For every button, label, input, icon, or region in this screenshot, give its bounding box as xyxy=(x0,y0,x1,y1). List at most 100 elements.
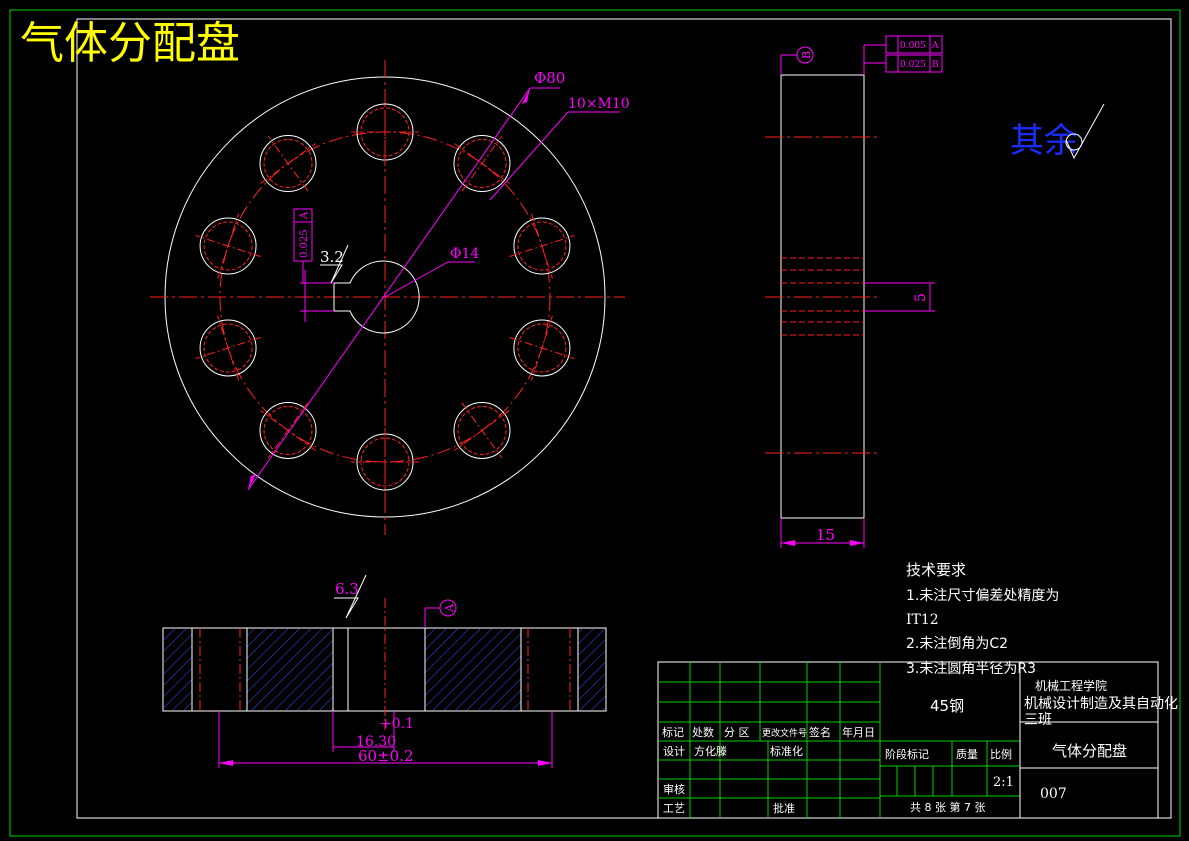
bolt-hole xyxy=(199,217,257,275)
dim-arrow xyxy=(248,474,256,490)
section-upper-tolerance: +0.1 xyxy=(380,716,414,732)
bolt-hole-thread xyxy=(203,323,253,373)
section-roughness-label: 6.3 xyxy=(335,580,359,598)
bolt-hole-centerline xyxy=(217,213,240,279)
front-tolerance-value: 0.025 xyxy=(299,229,310,258)
bolt-hole-thread xyxy=(457,139,507,189)
title-block: 标记 处数 分 区 更改文件号 签名 年月日 设计 方化滕 标准化 审核 工艺 … xyxy=(657,661,1178,819)
front-view: Φ80 10×M10 Φ14 0.025 A 3.2 xyxy=(150,60,630,535)
title-block-frame xyxy=(657,661,1159,819)
side-tolerance-1-value: 0.005 xyxy=(900,41,926,51)
bolt-hole xyxy=(453,401,511,459)
bolt-hole-centerline xyxy=(260,410,316,451)
drawing-title: 气体分配盘 xyxy=(20,18,240,69)
dim-bore-label: Φ14 xyxy=(450,246,479,262)
part-name: 气体分配盘 xyxy=(1052,742,1127,760)
dim-arrow xyxy=(850,540,864,546)
inner-frame xyxy=(76,18,1172,819)
center-bore xyxy=(333,260,420,334)
bolt-hole-thread xyxy=(360,107,410,157)
technical-requirements: 技术要求 1.未注尺寸偏差处精度为 IT12 2.未注倒角为C2 3.未注圆角半… xyxy=(906,561,1059,677)
section-length-dim: 60±0.2 xyxy=(358,747,414,765)
section-view: 6.3 A +0.1 16.30 60±0.2 xyxy=(162,574,607,768)
rev-header-count: 处数 xyxy=(692,726,714,739)
bolt-hole xyxy=(513,217,571,275)
designer-name: 方化滕 xyxy=(694,744,727,758)
sheet-info: 共 8 张 第 7 张 xyxy=(910,800,985,814)
dim-outer-diameter-line xyxy=(247,87,531,491)
bolt-hole-thread xyxy=(203,221,253,271)
side-view: 5 15 B 0.005 A 0.025 B xyxy=(765,35,943,548)
roughness-symbol xyxy=(1065,103,1105,160)
bolt-hole-thread xyxy=(263,405,313,455)
bolt-hole xyxy=(513,319,571,377)
roughness-symbol xyxy=(320,244,349,284)
drawing-number: 007 xyxy=(1040,786,1067,802)
review-label: 审核 xyxy=(663,782,685,796)
datum-a-label: A xyxy=(443,603,456,613)
rev-header-sign: 签名 xyxy=(809,725,831,739)
outer-frame xyxy=(9,9,1181,837)
dim-arrow xyxy=(538,760,552,766)
bolt-hole-thread xyxy=(517,323,567,373)
datum-b-circle xyxy=(796,46,814,64)
tech-req-item: 3.未注圆角半径为R3 xyxy=(906,661,1036,677)
bolt-hole-centerline xyxy=(454,410,510,451)
section-hatch xyxy=(164,629,192,710)
bolt-hole xyxy=(453,135,511,193)
dim-arrow xyxy=(781,540,795,546)
bolt-hole-thread xyxy=(263,139,313,189)
bolt-hole-thread xyxy=(457,405,507,455)
tolerance-frame-2 xyxy=(885,54,943,73)
bolt-hole xyxy=(259,135,317,193)
weight-header: 质量 xyxy=(956,748,978,761)
dim-thread-label: 10×M10 xyxy=(568,96,630,112)
dim-outer-diameter-label: Φ80 xyxy=(534,69,565,87)
section-keyway-depth: 16.30 xyxy=(356,734,396,750)
bolt-hole xyxy=(199,319,257,377)
bolt-hole-centerline xyxy=(530,213,553,279)
tolerance-frame-1 xyxy=(885,35,943,54)
side-width-dim: 15 xyxy=(816,526,835,544)
rev-header-date: 年月日 xyxy=(842,725,875,739)
title-block-grid xyxy=(658,662,1020,818)
bolt-hole-centerline xyxy=(260,143,316,184)
bolt-hole xyxy=(259,401,317,459)
rev-header-zone: 分 区 xyxy=(724,726,750,739)
material-label: 45钢 xyxy=(930,697,964,715)
side-tolerance-2-value: 0.025 xyxy=(900,60,926,70)
tech-req-item: 1.未注尺寸偏差处精度为 xyxy=(906,588,1059,604)
section-hatch xyxy=(578,629,605,710)
section-hatch xyxy=(247,629,333,710)
scale-header: 比例 xyxy=(990,747,1012,761)
bolt-hole-thread xyxy=(360,437,410,487)
tech-req-heading: 技术要求 xyxy=(906,561,966,579)
bolt-hole-centerline xyxy=(454,143,510,184)
roughness-keyway-label: 3.2 xyxy=(320,248,344,266)
section-hatch xyxy=(425,629,521,710)
side-tolerance-2-datum: B xyxy=(932,60,939,70)
school-name: 机械工程学院 xyxy=(1035,678,1107,693)
bore-leader xyxy=(384,261,449,298)
roughness-symbol xyxy=(334,574,367,619)
side-keyway-dim: 5 xyxy=(913,293,929,302)
tech-req-item: IT12 xyxy=(906,612,939,628)
bolt-hole-thread xyxy=(517,221,567,271)
title-block-right-grid xyxy=(1019,662,1158,818)
standardization-label: 标准化 xyxy=(770,744,803,758)
side-tolerance-1-datum: A xyxy=(931,41,939,51)
scale-value: 2:1 xyxy=(993,775,1014,790)
design-label: 设计 xyxy=(663,745,685,758)
rev-header-file: 更改文件号 xyxy=(762,727,807,739)
class-line-1: 机械设计制造及其自动化 xyxy=(1024,696,1178,712)
tech-req-item: 2.未注倒角为C2 xyxy=(906,636,1008,652)
process-label: 工艺 xyxy=(663,802,685,815)
bolt-holes xyxy=(195,98,575,496)
front-tolerance-datum: A xyxy=(299,211,310,220)
datum-b-label: B xyxy=(800,51,813,59)
thread-leader xyxy=(489,111,569,201)
surface-finish-note: 其余 xyxy=(1010,121,1078,161)
stage-header: 阶段标记 xyxy=(885,747,929,761)
dim-arrow xyxy=(219,760,233,766)
